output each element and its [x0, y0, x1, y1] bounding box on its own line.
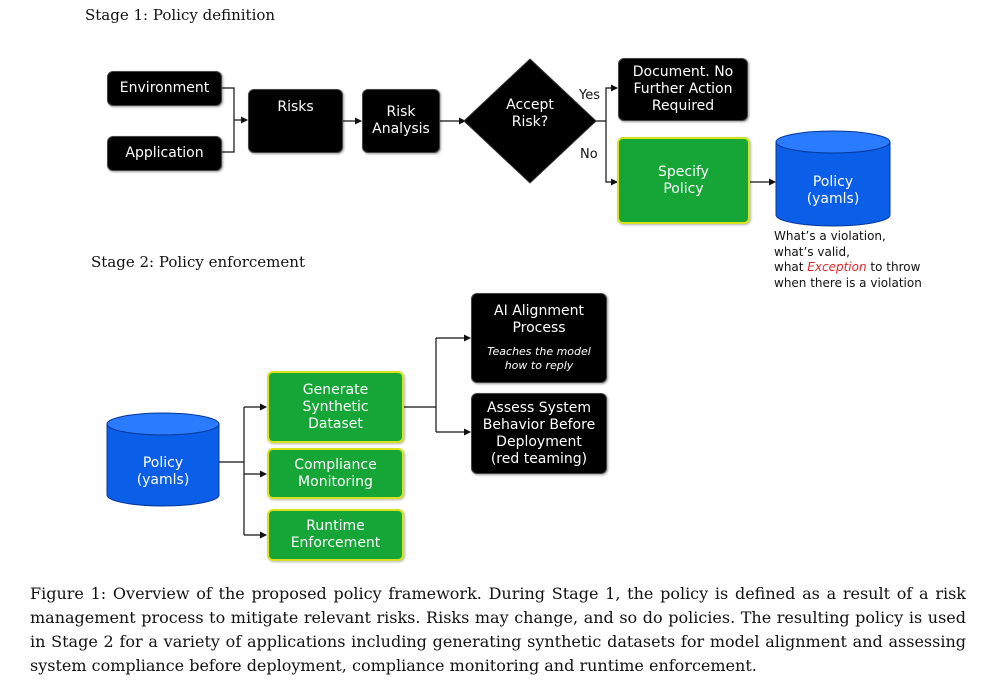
risk-analysis-label: Risk Analysis [372, 104, 430, 137]
application-node: Application [107, 136, 222, 171]
assess-system-label: Assess System Behavior Before Deployment… [482, 399, 596, 467]
stage1-title: Stage 1: Policy definition [85, 6, 276, 24]
document-node: Document. No Further Action Required [618, 58, 748, 121]
runtime-enforcement-label: Runtime Enforcement [290, 518, 381, 551]
ai-alignment-node: AI Alignment Process Teaches the model h… [471, 293, 607, 383]
generate-dataset-label: Generate Synthetic Dataset [302, 381, 369, 432]
annotation-line-3-prefix: what [774, 260, 808, 274]
exception-keyword: Exception [807, 260, 867, 274]
stage2-title: Stage 2: Policy enforcement [91, 253, 305, 271]
decision-label: Accept Risk? [506, 97, 554, 130]
policy-store-label-stage1: Policy (yamls) [806, 174, 860, 207]
annotation-line-2: what’s valid, [774, 244, 850, 259]
edge-environment-merge [222, 87, 235, 153]
annotation-line-3-suffix: to throw [866, 260, 921, 274]
policy-store-cylinder-stage2 [106, 412, 220, 507]
annotation-line-3: what Exception to throw [774, 260, 922, 276]
decision-diamond [463, 58, 597, 184]
no-edge-label: No [580, 147, 598, 162]
risks-node: Risks [248, 89, 343, 153]
policy-store-label-stage2: Policy (yamls) [136, 455, 190, 488]
edge-decision-no [605, 121, 618, 186]
application-label: Application [125, 145, 204, 161]
specify-policy-node: Specify Policy [617, 137, 750, 224]
ai-alignment-label: AI Alignment Process [494, 303, 584, 336]
annotation-line-4: when there is a violation [774, 275, 922, 290]
policy-annotation: What’s a violation, what’s valid, what E… [774, 229, 922, 291]
compliance-monitoring-label: Compliance Monitoring [294, 456, 377, 490]
policy-store-cylinder-stage1 [775, 130, 891, 227]
compliance-monitoring-node: Compliance Monitoring [267, 448, 404, 499]
annotation-line-1: What’s a violation, [774, 229, 886, 243]
generate-dataset-node: Generate Synthetic Dataset [267, 371, 404, 443]
risk-analysis-node: Risk Analysis [362, 89, 440, 153]
figure-caption: Figure 1: Overview of the proposed polic… [30, 584, 966, 675]
risks-label: Risks [277, 99, 314, 115]
specify-policy-label: Specify Policy [658, 163, 709, 197]
edge-decision-yes [596, 84, 618, 122]
runtime-enforcement-node: Runtime Enforcement [267, 509, 404, 561]
environment-label: Environment [119, 80, 210, 96]
document-label: Document. No Further Action Required [632, 64, 734, 114]
assess-system-node: Assess System Behavior Before Deployment… [471, 393, 607, 474]
yes-edge-label: Yes [579, 88, 600, 103]
environment-node: Environment [107, 71, 222, 106]
ai-alignment-note: Teaches the model how to reply [487, 345, 591, 372]
